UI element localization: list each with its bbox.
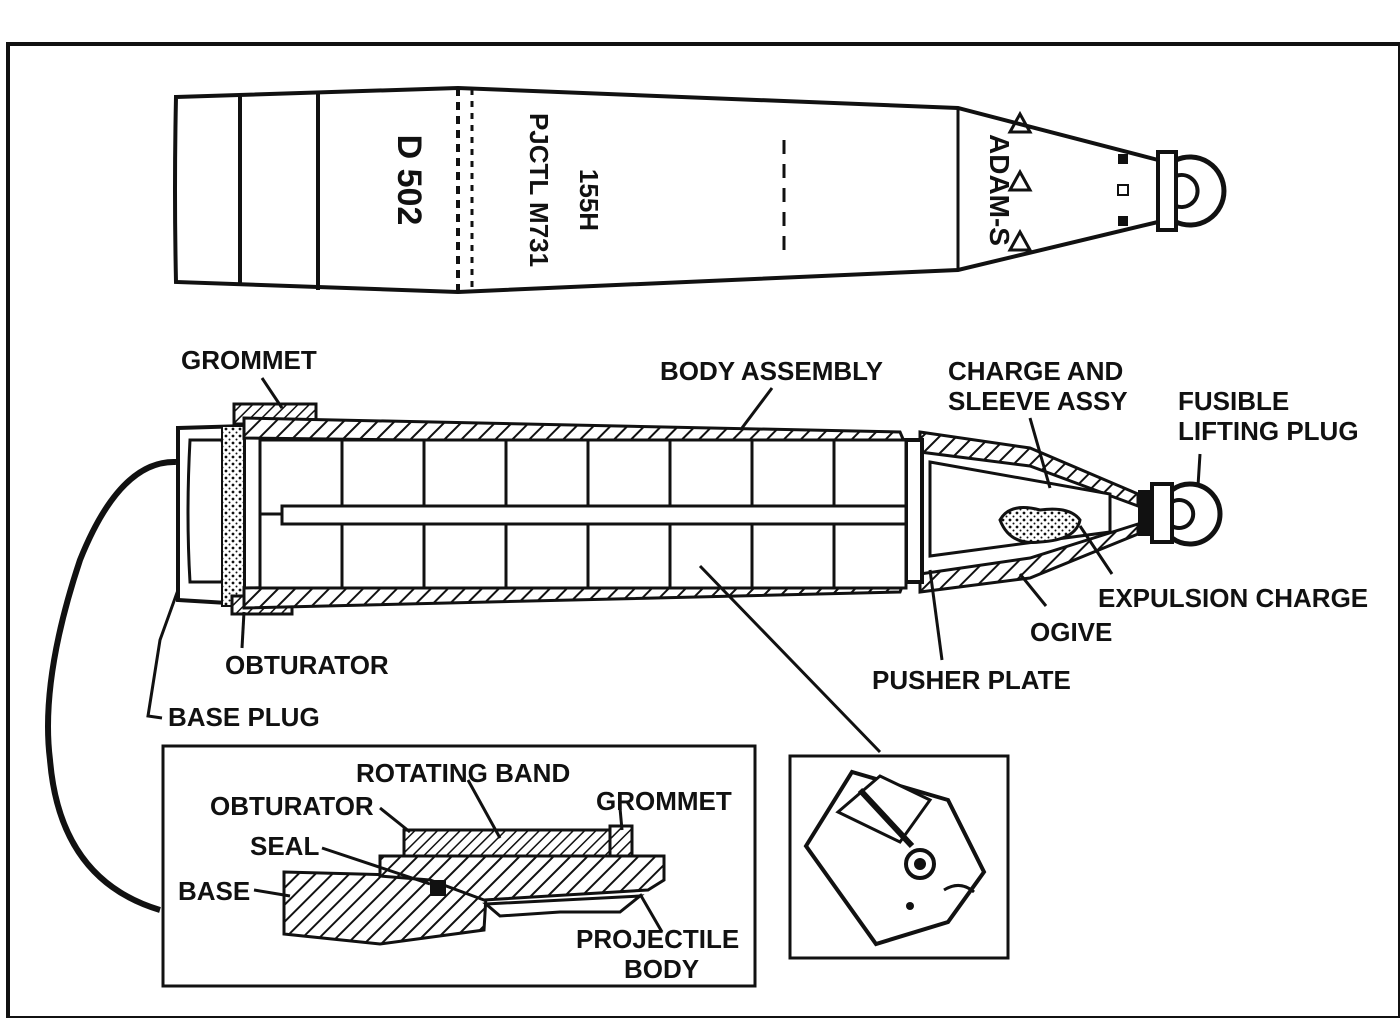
detail-label-rotating-band: ROTATING BAND (356, 758, 570, 788)
warning-triangle-icon (1007, 168, 1033, 192)
warning-triangle-icon (1007, 228, 1033, 252)
marking-lot: D 502 (390, 135, 428, 226)
detail-label-body: BODY (624, 954, 699, 984)
detail-inset: ROTATING BAND OBTURATOR GROMMET SEAL BAS… (161, 744, 757, 988)
figure-frame (6, 42, 1400, 1018)
label-obturator: OBTURATOR (225, 650, 389, 680)
warning-triangle-icon (1007, 110, 1033, 134)
leader-lines (45, 377, 1202, 913)
detail-label-projectile: PROJECTILE (576, 924, 739, 954)
projectile-exterior: D 502 PJCTL M731 155H ADAM-S (173, 85, 1227, 295)
detail-label-seal: SEAL (250, 831, 319, 861)
label-grommet: GROMMET (181, 345, 317, 375)
detail-label-base: BASE (178, 876, 250, 906)
projectile-cutaway (176, 402, 1223, 616)
label-sleeve-assy: SLEEVE ASSY (948, 386, 1128, 416)
label-expulsion-charge: EXPULSION CHARGE (1098, 583, 1368, 613)
marking-model: PJCTL M731 (524, 113, 554, 267)
detail-label-obturator: OBTURATOR (210, 791, 374, 821)
label-lifting-plug: LIFTING PLUG (1178, 416, 1359, 446)
label-charge-and: CHARGE AND (948, 356, 1123, 386)
label-ogive: OGIVE (1030, 617, 1112, 647)
mine-inset (788, 754, 1010, 960)
detail-label-grommet: GROMMET (596, 786, 732, 816)
label-body-assembly: BODY ASSEMBLY (660, 356, 883, 386)
marking-caliber: 155H (574, 169, 604, 231)
label-base-plug: BASE PLUG (168, 702, 320, 732)
label-pusher-plate: PUSHER PLATE (872, 665, 1071, 695)
label-fusible: FUSIBLE (1178, 386, 1289, 416)
